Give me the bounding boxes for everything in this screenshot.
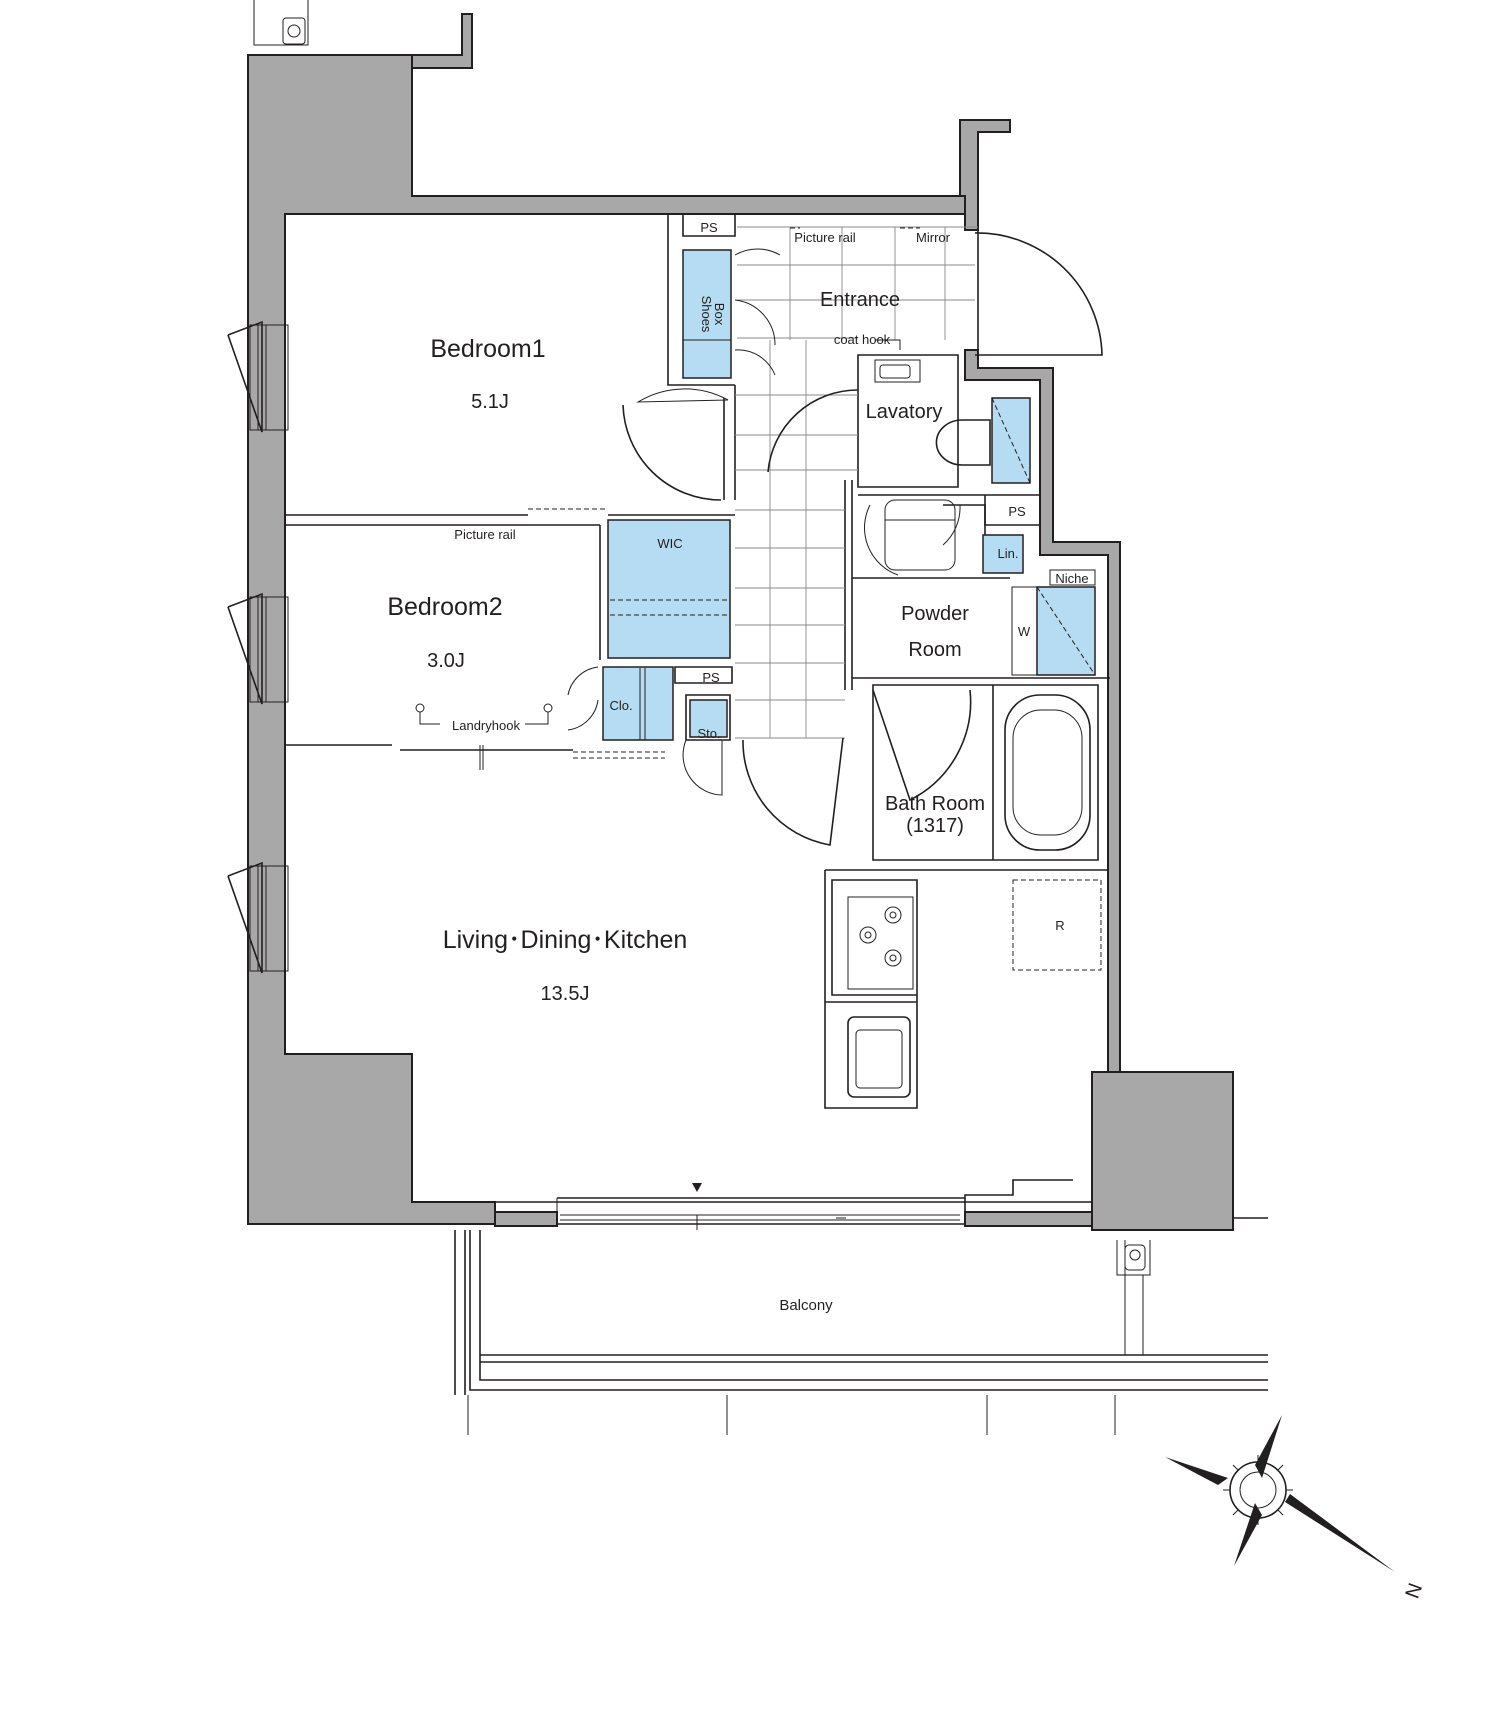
- powder-room-label-2: Room: [908, 639, 961, 661]
- bath-room-label-1: Bath Room: [885, 793, 985, 815]
- bedroom2-label: Bedroom2: [387, 593, 502, 621]
- rails: [400, 227, 920, 770]
- window-ldk: [227, 861, 289, 974]
- ps-label-mid: PS: [702, 670, 720, 685]
- sto-label: Sto.: [697, 726, 720, 741]
- wic-fixture: [607, 519, 731, 659]
- niche-label: Niche: [1055, 571, 1088, 586]
- landryhook-label: Landryhook: [452, 718, 520, 733]
- lin-label: Lin.: [998, 546, 1019, 561]
- lavatory-storage: [991, 397, 1031, 484]
- entrance-label: Entrance: [820, 289, 900, 311]
- compass-icon: [1165, 1415, 1395, 1572]
- ps-label-right: PS: [1008, 504, 1026, 519]
- washer-label: W: [1018, 624, 1031, 639]
- picture-rail-label-2: Picture rail: [454, 527, 516, 542]
- bathtub: [1004, 694, 1091, 851]
- ps-label-top: PS: [700, 220, 718, 235]
- fridge-label: R: [1055, 918, 1064, 933]
- doors: [567, 232, 1103, 846]
- top-vent-unit: [253, 0, 309, 46]
- storage-closet: [689, 699, 728, 738]
- north-label: N: [1402, 1580, 1428, 1601]
- balcony-area: [454, 1183, 1268, 1435]
- powder-room-label-1: Powder: [901, 603, 969, 625]
- coat-hook-label: coat hook: [834, 332, 891, 347]
- shoes-box: [682, 249, 732, 379]
- clo-label: Clo.: [609, 698, 632, 713]
- labels: Bedroom1 5.1J Bedroom2 3.0J Living･Dinin…: [387, 220, 1427, 1602]
- picture-rail-label-1: Picture rail: [794, 230, 856, 245]
- bedroom1-size: 5.1J: [471, 391, 509, 413]
- kitchen-sink: [847, 1016, 911, 1098]
- ldk-size: 13.5J: [541, 983, 590, 1005]
- shoes-box-label-2: Box: [712, 303, 727, 326]
- toilet: [935, 419, 991, 466]
- bedroom1-label: Bedroom1: [430, 335, 545, 363]
- structural-walls: [247, 13, 1234, 1231]
- window-bedroom2: [227, 592, 289, 705]
- wic-label: WIC: [657, 536, 682, 551]
- plumbing: [847, 359, 1102, 1098]
- fridge-space: [1012, 879, 1102, 971]
- wash-basin: [874, 359, 921, 383]
- lavatory-label: Lavatory: [866, 401, 943, 423]
- bath-room-label-2: (1317): [906, 815, 964, 837]
- shoes-box-label-1: Shoes: [699, 296, 714, 333]
- hallway-tiles: [735, 226, 978, 739]
- linen-storage: [982, 534, 1024, 574]
- left-windows: [227, 320, 289, 974]
- wall-outlines: [284, 214, 1268, 1219]
- balcony-label: Balcony: [779, 1297, 833, 1314]
- storage: [602, 249, 1096, 741]
- window-bedroom1: [227, 320, 289, 433]
- mirror-label: Mirror: [916, 230, 951, 245]
- stove: [847, 896, 914, 990]
- closet: [602, 666, 674, 741]
- bedroom2-size: 3.0J: [427, 650, 465, 672]
- ldk-label: Living･Dining･Kitchen: [443, 926, 688, 954]
